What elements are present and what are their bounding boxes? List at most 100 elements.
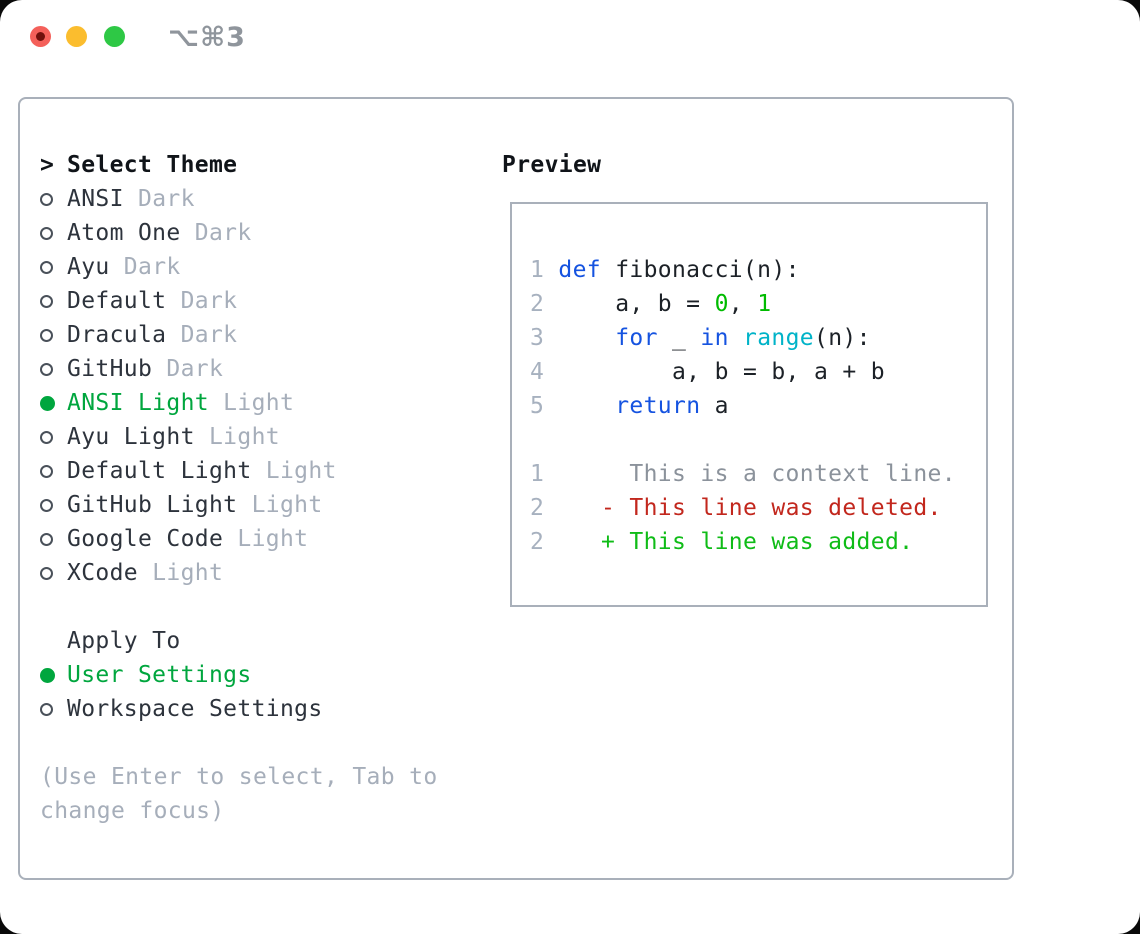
code-token-kw: return: [615, 393, 701, 419]
row-gutter: [40, 430, 67, 444]
theme-option-10[interactable]: Google Code Light: [40, 522, 480, 556]
code-token-plain: fibonacci(n):: [601, 257, 800, 283]
line-number: 1: [530, 461, 559, 487]
theme-name: GitHub: [67, 356, 167, 382]
theme-variant: Light: [251, 492, 323, 518]
hint-line-0: (Use Enter to select, Tab to: [40, 760, 480, 794]
theme-variant: Light: [152, 560, 224, 586]
theme-option-6[interactable]: ANSI Light Light: [40, 386, 480, 420]
code-token-plain: a: [700, 393, 729, 419]
theme-variant: Dark: [180, 322, 238, 348]
row-gutter: [40, 464, 67, 478]
theme-name: Default Light: [67, 458, 266, 484]
select-theme-header: > Select Theme: [40, 148, 480, 182]
theme-variant: Dark: [194, 220, 252, 246]
apply-to-title: Apply To: [67, 628, 181, 654]
preview-header: Preview: [502, 152, 602, 178]
row-gutter: [40, 226, 67, 240]
theme-option-9[interactable]: GitHub Light Light: [40, 488, 480, 522]
row-gutter: [40, 532, 67, 546]
radio-unselected-icon: [40, 362, 53, 376]
spacer-row: [40, 590, 480, 624]
theme-variant: Dark: [138, 186, 195, 212]
row-gutter: [40, 294, 67, 308]
row-gutter: [40, 395, 67, 411]
code-token-plain: [558, 495, 601, 521]
code-token-deleted: - This line was deleted.: [601, 495, 942, 521]
minimize-button[interactable]: [66, 26, 87, 47]
apply-option-0[interactable]: User Settings: [40, 658, 480, 692]
code-token-plain: [558, 529, 601, 555]
code-token-kw: in: [700, 325, 729, 351]
radio-unselected-icon: [40, 328, 53, 342]
line-number: 2: [530, 495, 559, 521]
row-gutter: [40, 566, 67, 580]
theme-name: XCode: [67, 560, 153, 586]
theme-option-7[interactable]: Ayu Light Light: [40, 420, 480, 454]
radio-unselected-icon: [40, 566, 53, 580]
code-token-added: + This line was added.: [601, 529, 914, 555]
line-number: 2: [530, 291, 559, 317]
theme-option-0[interactable]: ANSI Dark: [40, 182, 480, 216]
radio-unselected-icon: [40, 430, 53, 444]
theme-name: Ayu: [67, 254, 124, 280]
radio-unselected-icon: [40, 226, 53, 240]
theme-name: Dracula: [67, 322, 181, 348]
radio-unselected-icon: [40, 532, 53, 546]
theme-option-1[interactable]: Atom One Dark: [40, 216, 480, 250]
theme-variant: Light: [237, 526, 309, 552]
theme-option-4[interactable]: Dracula Dark: [40, 318, 480, 352]
code-token-numlit: 1: [757, 291, 772, 317]
line-number: 1: [530, 257, 559, 283]
row-gutter: [40, 667, 67, 683]
theme-option-8[interactable]: Default Light Light: [40, 454, 480, 488]
code-token-kw: for: [615, 325, 658, 351]
radio-unselected-icon: [40, 260, 53, 274]
theme-option-11[interactable]: XCode Light: [40, 556, 480, 590]
code-token-kw: def: [558, 257, 601, 283]
theme-variant: Dark: [166, 356, 224, 382]
radio-unselected-icon: [40, 498, 53, 512]
theme-variant: Dark: [123, 254, 181, 280]
radio-unselected-icon: [40, 192, 53, 206]
code-token-plain: (n):: [814, 325, 871, 351]
theme-variant: Light: [223, 390, 295, 416]
radio-unselected-icon: [40, 464, 53, 478]
code-token-plain: a, b = b, a + b: [558, 359, 885, 385]
theme-name: Ayu Light: [67, 424, 209, 450]
prompt-icon: >: [40, 152, 55, 178]
row-gutter: [40, 328, 67, 342]
theme-option-5[interactable]: GitHub Dark: [40, 352, 480, 386]
apply-option-1[interactable]: Workspace Settings: [40, 692, 480, 726]
theme-name: Default: [67, 288, 181, 314]
code-token-numlit: 0: [714, 291, 729, 317]
radio-unselected-icon: [40, 294, 53, 308]
theme-option-2[interactable]: Ayu Dark: [40, 250, 480, 284]
preview-box: 1 def fibonacci(n): 2 a, b = 0, 1 3 for …: [510, 202, 988, 607]
theme-option-3[interactable]: Default Dark: [40, 284, 480, 318]
code-token-plain: _: [657, 325, 701, 351]
code-token-plain: a, b =: [558, 291, 715, 317]
row-gutter: [40, 192, 67, 206]
close-focus-dot-icon: [36, 32, 45, 41]
hint-line-1: change focus): [40, 794, 480, 828]
row-gutter: [40, 498, 67, 512]
code-token-context: This is a context line.: [558, 461, 956, 487]
code-preview: 1 def fibonacci(n): 2 a, b = 0, 1 3 for …: [530, 253, 956, 559]
row-gutter: [40, 362, 67, 376]
select-theme-title: Select Theme: [67, 152, 238, 178]
code-token-plain: [729, 325, 743, 351]
radio-unselected-icon: [40, 702, 53, 716]
hint-text: (Use Enter to select, Tab to: [40, 764, 438, 790]
radio-selected-icon: [40, 395, 55, 411]
line-number: 3: [530, 325, 559, 351]
close-button[interactable]: [30, 26, 51, 47]
row-gutter: [40, 260, 67, 274]
apply-option-label: User Settings: [67, 662, 252, 688]
zoom-button[interactable]: [104, 26, 125, 47]
apply-to-header: Apply To: [40, 624, 480, 658]
theme-name: Google Code: [67, 526, 238, 552]
theme-variant: Dark: [180, 288, 238, 314]
line-number: 5: [530, 393, 559, 419]
